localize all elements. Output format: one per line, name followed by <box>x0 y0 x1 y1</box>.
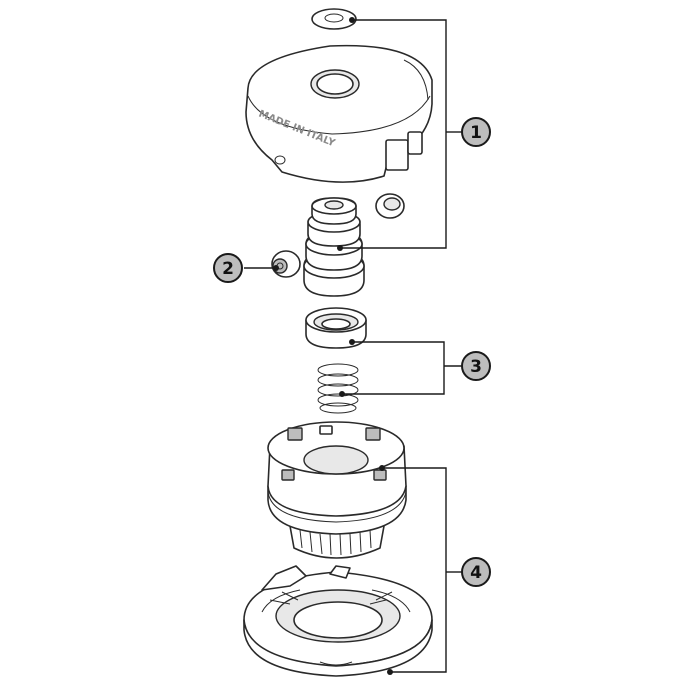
washer <box>311 8 357 30</box>
callout-4: 4 <box>461 557 491 587</box>
callout-1: 1 <box>461 117 491 147</box>
threaded-hub-stack <box>303 197 365 297</box>
callout-3: 3 <box>461 351 491 381</box>
callout-2-label: 2 <box>222 259 234 279</box>
callout-3-label: 3 <box>470 357 482 377</box>
coil-spring <box>317 363 359 414</box>
callout-1-label: 1 <box>470 123 482 143</box>
eyelet-nozzle <box>271 250 301 278</box>
leader-lines <box>244 17 462 675</box>
cover-cap: MADE IN ITALY <box>245 44 433 183</box>
base-housing <box>243 565 433 677</box>
callout-4-label: 4 <box>470 563 482 583</box>
small-plug <box>375 193 405 219</box>
line-spool <box>267 421 407 559</box>
bearing-cup <box>305 307 367 349</box>
callout-2: 2 <box>213 253 243 283</box>
